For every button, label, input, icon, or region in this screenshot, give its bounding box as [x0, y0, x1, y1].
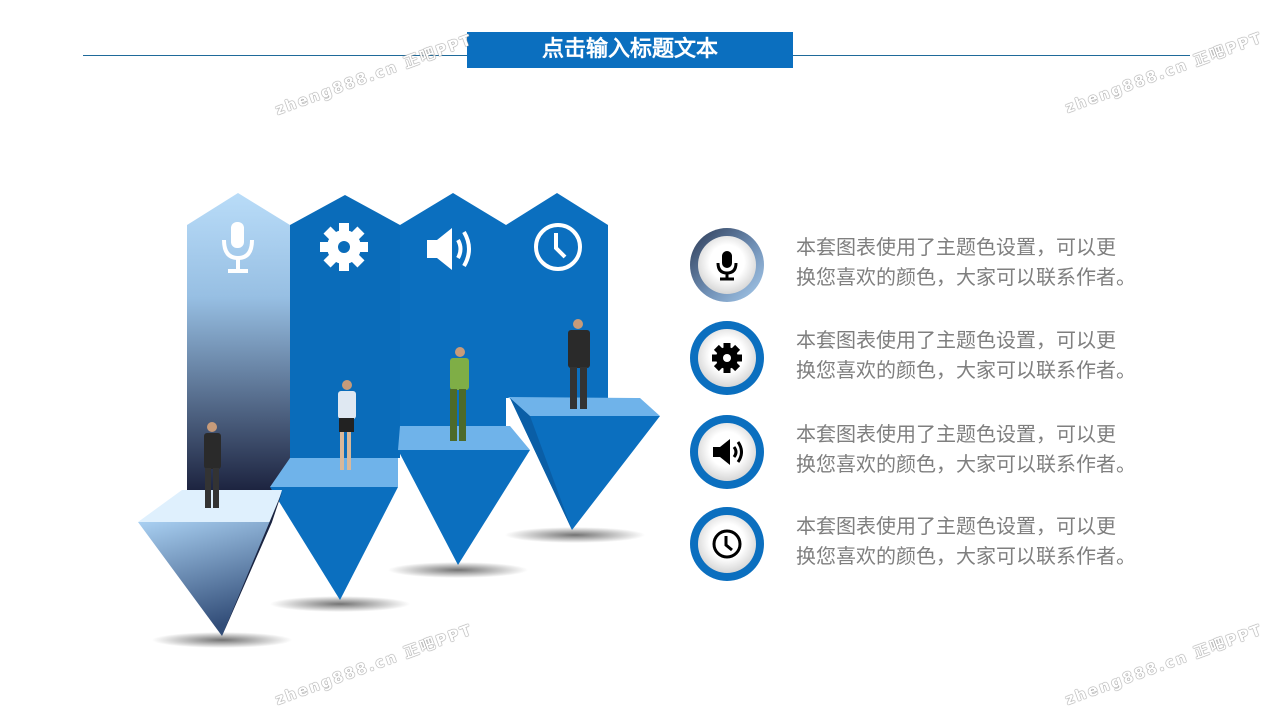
watermark: zheng888.cn 正吧PPT — [1062, 620, 1266, 709]
person-2 — [338, 380, 356, 470]
person-4 — [568, 319, 590, 409]
pyramid-1-side — [222, 492, 282, 636]
item-text-line2: 换您喜欢的颜色，大家可以联系作者。 — [796, 358, 1136, 382]
platform-2-top — [270, 458, 398, 487]
list-item: 本套图表使用了主题色设置，可以更换您喜欢的颜色，大家可以联系作者。 — [690, 415, 1190, 491]
speaker-icon — [427, 228, 471, 270]
icon-badge — [690, 228, 764, 302]
pyramid-4-side — [510, 398, 572, 530]
shadow — [270, 596, 410, 612]
microphone-icon — [222, 222, 254, 273]
pyramid-2 — [270, 487, 398, 600]
clock-icon — [534, 223, 582, 271]
page-title: 点击输入标题文本 — [467, 32, 793, 68]
icon-badge — [690, 415, 764, 489]
speaker-icon — [713, 439, 743, 465]
pyramid-1 — [138, 522, 272, 636]
column-1 — [187, 193, 290, 490]
shadow — [388, 562, 528, 578]
item-text-line2: 换您喜欢的颜色，大家可以联系作者。 — [796, 265, 1136, 289]
gear-icon — [712, 343, 742, 373]
item-text-line1: 本套图表使用了主题色设置，可以更 — [796, 514, 1116, 538]
item-text-line2: 换您喜欢的颜色，大家可以联系作者。 — [796, 452, 1136, 476]
shadow — [505, 527, 645, 543]
microphone-icon — [716, 251, 738, 281]
item-text-line1: 本套图表使用了主题色设置，可以更 — [796, 328, 1116, 352]
icon-badge — [690, 507, 764, 581]
pyramid-4 — [510, 398, 660, 530]
column-2 — [290, 195, 400, 458]
gear-icon — [320, 223, 368, 271]
clock-icon — [712, 529, 742, 559]
item-text-line1: 本套图表使用了主题色设置，可以更 — [796, 235, 1116, 259]
person-1 — [204, 422, 221, 508]
item-text-line1: 本套图表使用了主题色设置，可以更 — [796, 422, 1116, 446]
item-text-line2: 换您喜欢的颜色，大家可以联系作者。 — [796, 544, 1136, 568]
list-item: 本套图表使用了主题色设置，可以更换您喜欢的颜色，大家可以联系作者。 — [690, 321, 1190, 397]
watermark: zheng888.cn 正吧PPT — [1062, 28, 1266, 117]
arrow-diagram — [138, 193, 660, 648]
icon-badge — [690, 321, 764, 395]
person-3 — [450, 347, 469, 441]
shadow — [152, 632, 292, 648]
list-item: 本套图表使用了主题色设置，可以更换您喜欢的颜色，大家可以联系作者。 — [690, 228, 1190, 304]
list-item: 本套图表使用了主题色设置，可以更换您喜欢的颜色，大家可以联系作者。 — [690, 507, 1190, 583]
header-line-left — [83, 55, 467, 56]
pyramid-3 — [398, 450, 530, 565]
column-3 — [400, 193, 506, 426]
header-line-right — [793, 55, 1190, 56]
